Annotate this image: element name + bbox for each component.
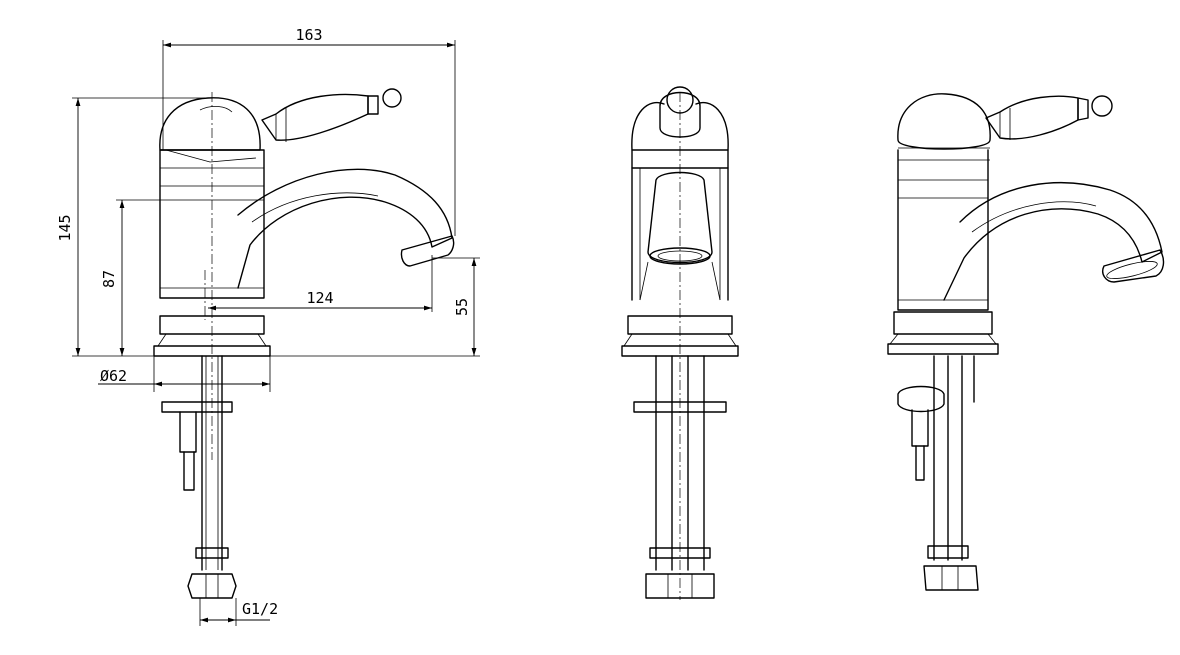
dimension-lines bbox=[72, 40, 480, 626]
dimension-spout-height-label: 55 bbox=[453, 298, 471, 316]
perspective-view bbox=[887, 93, 1165, 591]
dimension-diameter-label: Ø62 bbox=[100, 367, 127, 385]
dimension-body-height-label: 87 bbox=[100, 270, 118, 288]
dimension-width-label: 163 bbox=[295, 26, 322, 44]
side-view bbox=[153, 88, 455, 599]
dimension-thread-label: G1/2 bbox=[242, 600, 278, 618]
front-view bbox=[621, 86, 739, 600]
dimension-height-label: 145 bbox=[56, 214, 74, 241]
dimension-reach-label: 124 bbox=[306, 289, 333, 307]
